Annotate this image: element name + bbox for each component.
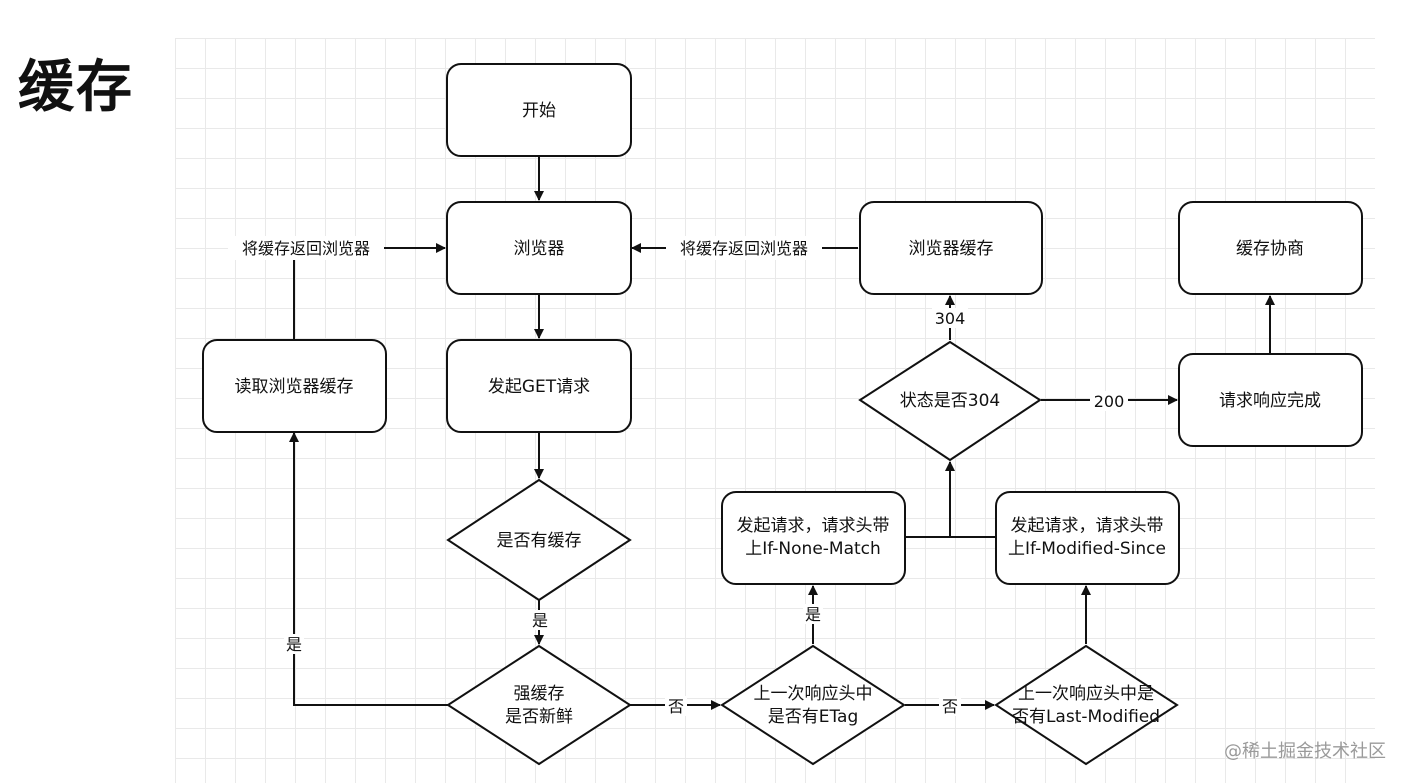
label-yes-fresh: 是	[286, 635, 302, 654]
node-start-label: 开始	[522, 101, 556, 121]
node-req-inm-label-1: 发起请求，请求头带	[737, 516, 890, 536]
edge-readcache-browser	[293, 243, 446, 339]
node-strong-fresh: 强缓存 是否新鲜	[446, 644, 632, 766]
label-return-right: 将缓存返回浏览器	[680, 239, 808, 258]
node-req-ims-label-2: 上If-Modified-Since	[1008, 539, 1166, 559]
node-req-done: 请求响应完成	[1178, 353, 1363, 447]
node-lastmod-check-label-2: 否有Last-Modified	[1012, 707, 1160, 727]
label-304: 304	[935, 309, 966, 328]
node-req-done-label: 请求响应完成	[1219, 391, 1321, 411]
node-status-304-label: 状态是否304	[900, 391, 1000, 411]
watermark: @稀土掘金技术社区	[1224, 741, 1386, 762]
node-req-ims: 发起请求，请求头带 上If-Modified-Since	[995, 491, 1180, 585]
page-title: 缓存	[18, 55, 134, 120]
node-read-cache: 读取浏览器缓存	[202, 339, 387, 433]
edge-labels: 将缓存返回浏览器 将缓存返回浏览器 是 是 否 否 是 304 200	[228, 236, 1128, 716]
node-etag-check-label-1: 上一次响应头中	[754, 684, 873, 704]
node-negotiation-label: 缓存协商	[1236, 239, 1304, 259]
node-strong-fresh-label-1: 强缓存	[514, 684, 565, 704]
label-no-fresh: 否	[668, 697, 684, 716]
label-return-left: 将缓存返回浏览器	[242, 239, 370, 258]
node-strong-fresh-label-2: 是否新鲜	[505, 707, 573, 727]
node-get-request-label: 发起GET请求	[488, 377, 590, 397]
node-has-cache: 是否有缓存	[446, 478, 632, 602]
label-200: 200	[1094, 392, 1125, 411]
node-browser-label: 浏览器	[514, 239, 565, 259]
node-browser: 浏览器	[446, 201, 632, 295]
node-negotiation: 缓存协商	[1178, 201, 1363, 295]
node-browser-cache-label: 浏览器缓存	[909, 239, 994, 259]
node-get-request: 发起GET请求	[446, 339, 632, 433]
node-lastmod-check: 上一次响应头中是 否有Last-Modified	[994, 644, 1179, 766]
node-lastmod-check-label-1: 上一次响应头中是	[1018, 684, 1154, 704]
node-browser-cache: 浏览器缓存	[859, 201, 1043, 295]
node-read-cache-label: 读取浏览器缓存	[235, 377, 354, 397]
node-etag-check-label-2: 是否有ETag	[768, 707, 859, 727]
label-yes-has-cache: 是	[532, 611, 548, 630]
node-start: 开始	[446, 63, 632, 157]
edge-fresh-readcache	[289, 432, 448, 706]
node-has-cache-label: 是否有缓存	[497, 531, 582, 551]
node-req-inm-label-2: 上If-None-Match	[745, 539, 881, 559]
node-status-304: 状态是否304	[858, 340, 1042, 462]
label-no-etag: 否	[942, 697, 958, 716]
node-req-inm: 发起请求，请求头带 上If-None-Match	[721, 491, 906, 585]
node-etag-check: 上一次响应头中 是否有ETag	[720, 644, 906, 766]
label-yes-etag: 是	[805, 605, 821, 624]
node-req-ims-label-1: 发起请求，请求头带	[1011, 516, 1164, 536]
